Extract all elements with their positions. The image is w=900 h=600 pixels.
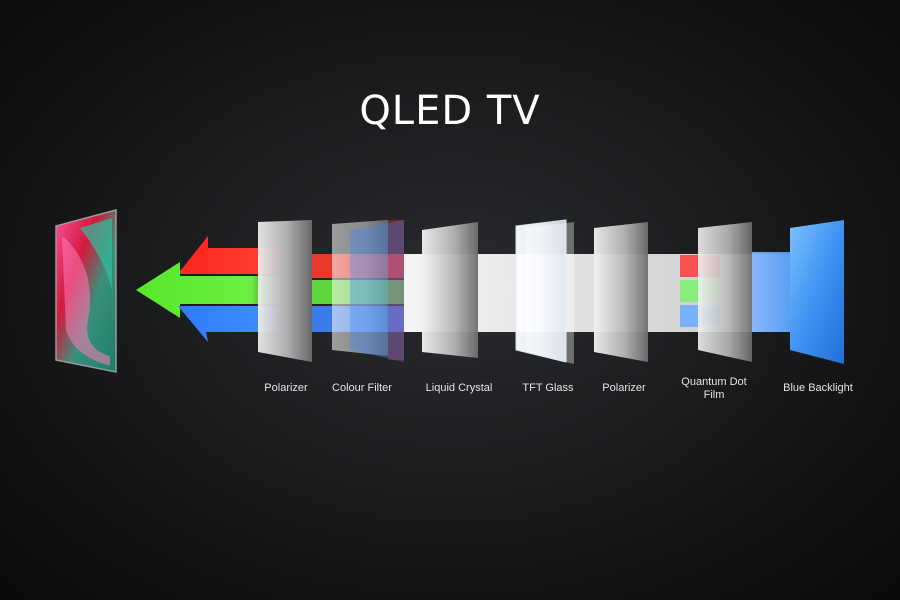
green-beam: [136, 262, 280, 318]
layer-liquid-crystal: [422, 222, 478, 358]
blue-beam: [178, 306, 280, 342]
tv-screen: [55, 209, 117, 373]
label-colour-filter: Colour Filter: [332, 382, 392, 394]
label-tft-glass: TFT Glass: [522, 382, 574, 394]
layer-polarizer-rear: [594, 222, 648, 362]
page-title: QLED TV: [359, 88, 541, 134]
layer-tft-glass: [515, 219, 574, 364]
layer-colour-filter: [332, 220, 404, 362]
label-polarizer-front: Polarizer: [264, 382, 308, 394]
label-quantum-dot-film: Quantum Dot Film: [681, 376, 747, 401]
layer-polarizer-front: [258, 220, 312, 362]
label-polarizer-rear: Polarizer: [602, 382, 646, 394]
layer-quantum-dot-film: [698, 222, 752, 362]
layer-blue-backlight: [790, 220, 844, 364]
rgb-output-arrows: [136, 236, 280, 342]
label-blue-backlight: Blue Backlight: [783, 382, 853, 394]
label-liquid-crystal: Liquid Crystal: [425, 382, 493, 394]
